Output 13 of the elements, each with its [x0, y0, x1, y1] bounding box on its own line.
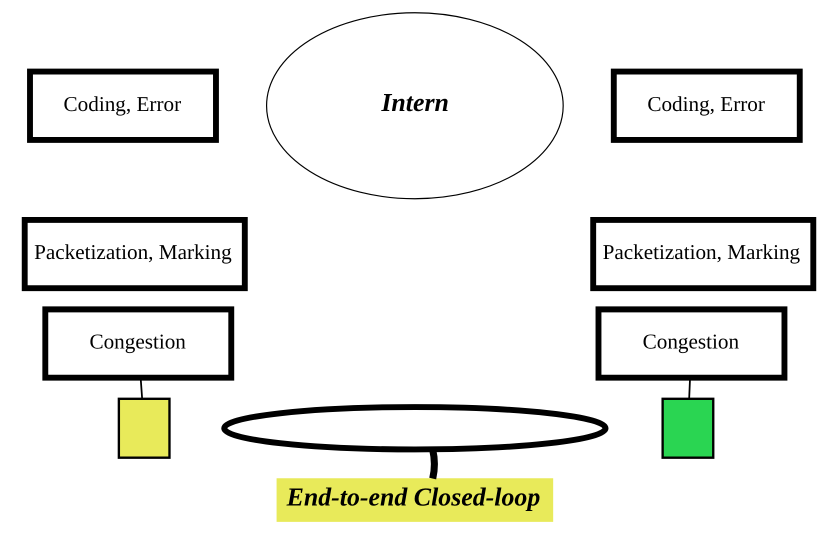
connector: [688, 378, 691, 399]
node-box: Congestion: [596, 306, 788, 381]
node-box: End-to-end Closed-loop: [276, 478, 554, 522]
node-box: [118, 398, 171, 459]
node-ellipse: Intern: [266, 12, 564, 200]
node-box: [661, 398, 714, 459]
node-box: Coding, Error: [610, 68, 803, 143]
connector: [140, 378, 144, 399]
node-box: Packetization, Marking: [22, 216, 248, 292]
node-box: Congestion: [42, 306, 234, 381]
node-ellipse: [221, 404, 608, 452]
node-box: Packetization, Marking: [590, 216, 816, 292]
node-box: Coding, Error: [27, 68, 219, 143]
